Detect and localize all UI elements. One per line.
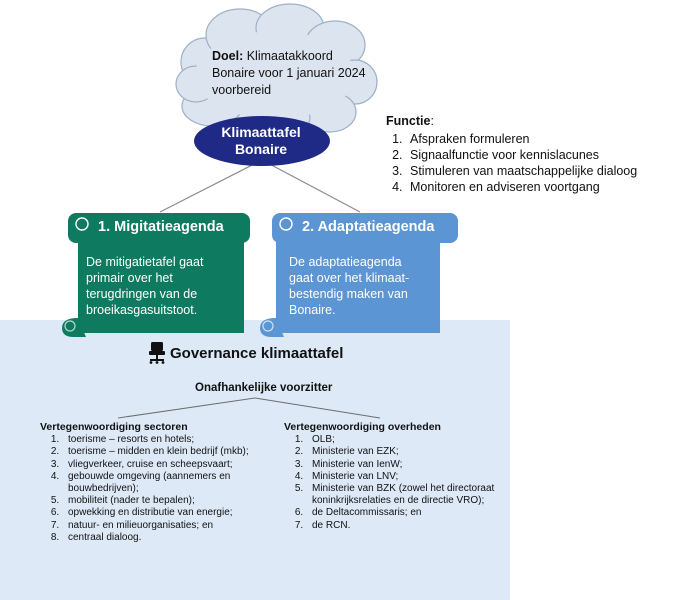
mitigatie-title: 1. Migitatieagenda: [98, 219, 224, 235]
overheden-column: Vertegenwoordiging overheden OLB; Minist…: [284, 421, 506, 532]
goal-label: Doel:: [212, 49, 244, 63]
list-item: mobiliteit (nader te bepalen);: [62, 495, 272, 507]
sectoren-header: Vertegenwoordiging sectoren: [40, 421, 188, 433]
adaptatie-scroll: [260, 213, 458, 337]
list-item: Signaalfunctie voor kennislacunes: [406, 147, 671, 163]
functie-list: Afspraken formuleren Signaalfunctie voor…: [386, 131, 671, 195]
list-item: de RCN.: [306, 520, 506, 532]
list-item: OLB;: [306, 434, 506, 446]
office-chair-icon: [148, 342, 166, 369]
list-item: de Deltacommissaris; en: [306, 507, 506, 519]
mitigatie-scroll: [62, 213, 250, 337]
list-item: vliegverkeer, cruise en scheepsvaart;: [62, 459, 272, 471]
sectoren-list: toerisme – resorts en hotels; toerisme –…: [40, 434, 272, 544]
functie-colon: :: [430, 114, 434, 128]
klimaattafel-line2: Bonaire: [234, 141, 288, 157]
connector-left: [159, 159, 263, 213]
goal-description: Klimaatakkoord Bonaire voor 1 januari 20…: [212, 49, 366, 97]
adaptatie-body: De adaptatieagenda gaat over het klimaat…: [289, 255, 410, 317]
voorzitter-label: Onafhankelijke voorzitter: [195, 382, 333, 394]
list-item: Stimuleren van maatschappelijke dialoog: [406, 163, 671, 179]
gov-connector-left: [117, 397, 256, 419]
goal-text: Doel: Klimaatakkoord Bonaire voor 1 janu…: [212, 48, 372, 99]
functie-block: Functie: Afspraken formuleren Signaalfun…: [386, 113, 671, 195]
list-item: Ministerie van EZK;: [306, 446, 506, 458]
list-item: toerisme – midden en klein bedrijf (mkb)…: [62, 446, 272, 458]
list-item: toerisme – resorts en hotels;: [62, 434, 272, 446]
list-item: Monitoren en adviseren voortgang: [406, 179, 671, 195]
functie-title: Functie: [386, 114, 431, 128]
list-item: Ministerie van LNV;: [306, 471, 506, 483]
adaptatie-title: 2. Adaptatieagenda: [302, 219, 435, 235]
list-item: Ministerie van BZK (zowel het directoraa…: [306, 483, 506, 507]
list-item: gebouwde omgeving (aannemers en bouwbedr…: [62, 471, 272, 495]
klimaattafel-label: Klimaattafel Bonaire: [196, 124, 326, 158]
governance-title: Governance klimaattafel: [170, 345, 344, 362]
connector-right: [261, 159, 361, 213]
list-item: centraal dialoog.: [62, 532, 272, 544]
overheden-list: OLB; Ministerie van EZK; Ministerie van …: [284, 434, 506, 532]
list-item: natuur- en milieuorganisaties; en: [62, 520, 272, 532]
klimaattafel-ellipse: [194, 116, 330, 166]
klimaattafel-line1: Klimaattafel: [221, 124, 301, 140]
list-item: Ministerie van IenW;: [306, 459, 506, 471]
goal-cloud: [175, 3, 378, 137]
list-item: Afspraken formuleren: [406, 131, 671, 147]
gov-connector-right: [254, 397, 381, 419]
mitigatie-body: De mitigatietafel gaat primair over het …: [86, 255, 204, 317]
governance-panel: [0, 320, 510, 600]
sectoren-column: Vertegenwoordiging sectoren toerisme – r…: [40, 421, 272, 544]
overheden-header: Vertegenwoordiging overheden: [284, 421, 441, 433]
list-item: opwekking en distributie van energie;: [62, 507, 272, 519]
